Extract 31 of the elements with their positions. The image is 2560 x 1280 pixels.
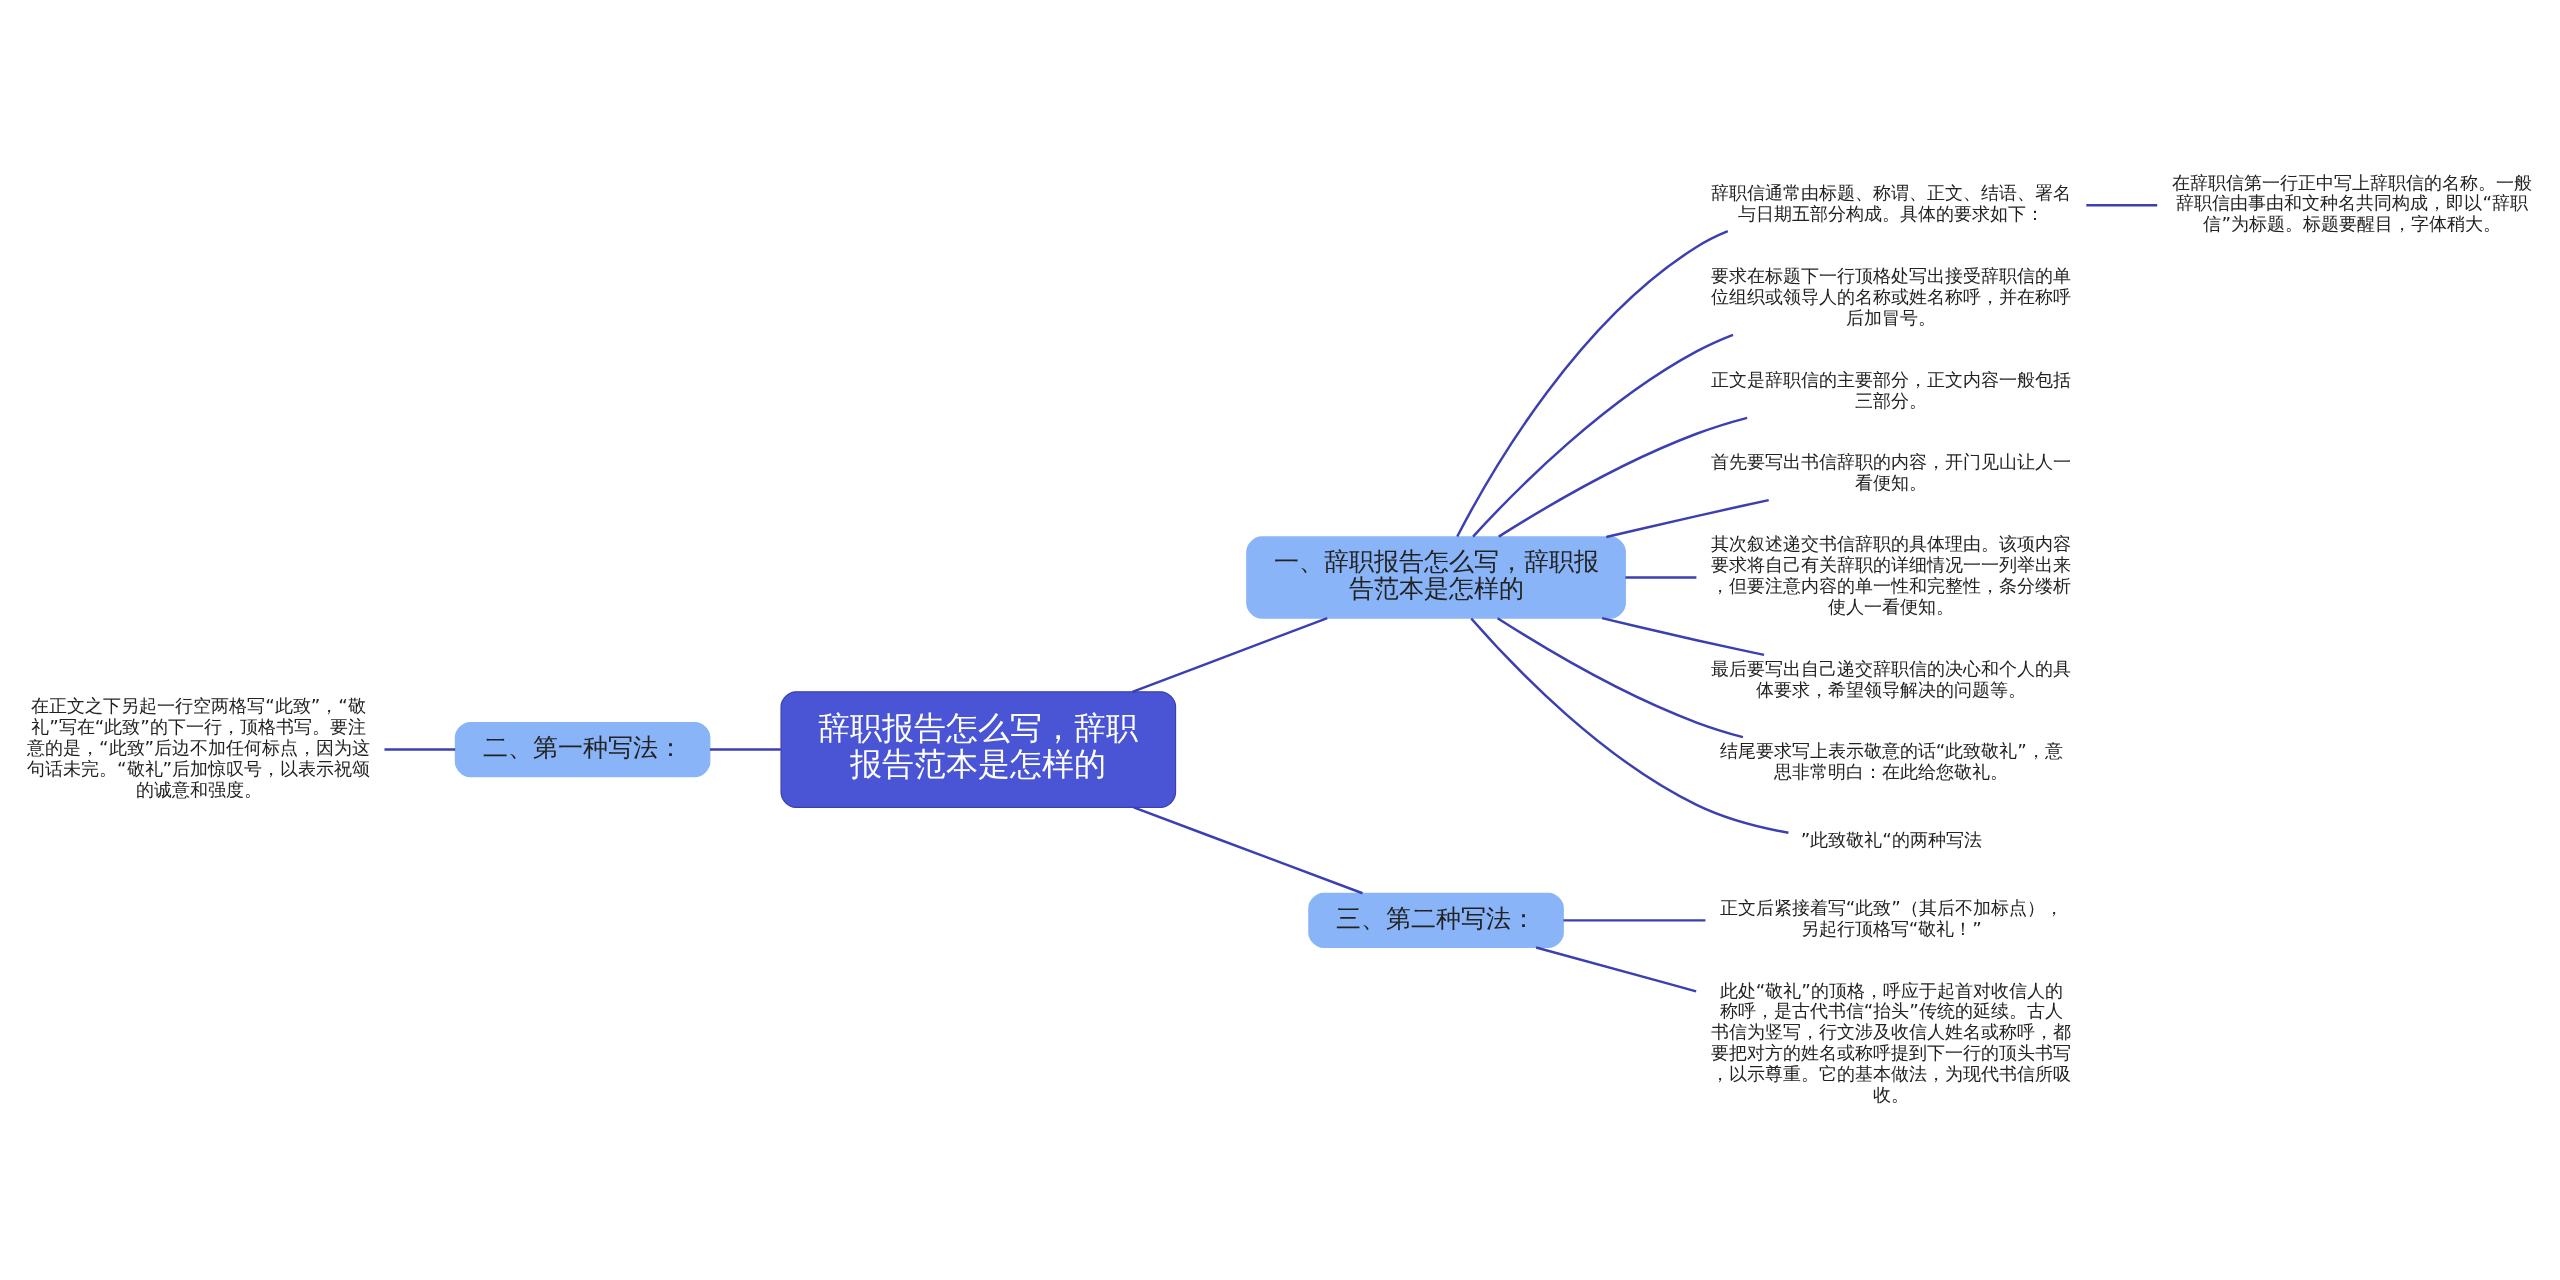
node-text: 辞职信通常由标题、称谓、正文、结语、署名与日期五部分构成。具体的要求如下： xyxy=(1711,181,2072,224)
connector xyxy=(1625,575,1697,579)
connector xyxy=(1472,333,1734,537)
node-box: 一、辞职报告怎么写，辞职报告范本是怎样的 xyxy=(1246,535,1626,619)
node-text: 首先要写出书信辞职的内容，开门见山让人一看便知。 xyxy=(1711,450,2072,493)
connector xyxy=(1470,617,1789,834)
connector xyxy=(1563,918,1706,922)
connector xyxy=(1496,616,1744,738)
node-text: 在正文之下另起一行空两格写“此致”，“敬礼”写在“此致”的下一行，顶格书写。要注意的是，“此致”后边不加任何标点，因为这句话未完。“敬礼”后加惊叹号，以表示祝颂的诚意和强度。 xyxy=(27,694,371,800)
connector xyxy=(2086,203,2158,206)
connector xyxy=(1131,616,1328,693)
node-text: 结尾要求写上表示敬意的话“此致敬礼”，意思非常明白：在此给您敬礼。 xyxy=(1719,739,2063,782)
node-box: 辞职报告怎么写，辞职报告范本是怎样的 xyxy=(780,690,1177,808)
node-text: 要求在标题下一行顶格处写出接受辞职信的单位组织或领导人的名称或姓名称呼，并在称呼后加冒号。 xyxy=(1711,264,2072,328)
node-text: ”此致敬礼“的两种写法 xyxy=(1800,828,1982,850)
node-box: 三、第二种写法： xyxy=(1308,892,1564,948)
node-text: 最后要写出自己递交辞职信的决心和个人的具体要求，希望领导解决的问题等。 xyxy=(1711,657,2072,699)
connector xyxy=(384,747,456,751)
node-text: 此处“敬礼”的顶格，呼应于起首对收信人的称呼，是古代书信“抬头”传统的延续。古人书信为竖写，行文涉及收信人姓名或称呼，都要把对方的姓名或称呼提到下一行的顶头书写，以示尊重。它的基本做法，为现代书信所吸收。 xyxy=(1711,979,2072,1105)
node-box: 二、第一种写法： xyxy=(454,721,711,777)
connector xyxy=(1601,616,1765,656)
connector xyxy=(1456,229,1729,537)
node-text: 其次叙述递交书信辞职的具体理由。该项内容要求将自己有关辞职的详细情况一一列举出来，但要注意内容的单一性和完整性，条分缕析使人一看便知。 xyxy=(1711,532,2072,617)
node-text: 在辞职信第一行正中写上辞职信的名称。一般辞职信由事由和文种名共同构成，即以“辞职信”为标题。标题要醒目，字体稍大。 xyxy=(2172,171,2533,234)
connector xyxy=(1606,498,1769,538)
node-text: 正文后紧接着写“此致”（其后不加标点），另起行顶格写“敬礼！” xyxy=(1719,896,2063,939)
connector xyxy=(709,747,781,751)
connector xyxy=(1535,945,1697,992)
connector xyxy=(1498,416,1748,538)
node-text: 正文是辞职信的主要部分，正文内容一般包括三部分。 xyxy=(1711,368,2072,411)
connector xyxy=(1133,805,1363,894)
